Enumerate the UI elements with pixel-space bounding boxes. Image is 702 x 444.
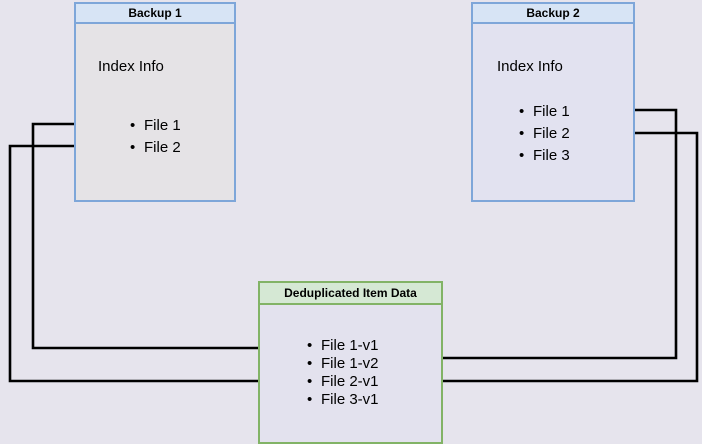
node-backup-1-body: Index Info File 1 File 2 xyxy=(76,24,234,200)
backup-2-index-label: Index Info xyxy=(497,58,563,75)
list-item[interactable]: File 1 xyxy=(128,115,181,137)
node-deduplicated-item-data[interactable]: Deduplicated Item Data File 1-v1 File 1-… xyxy=(258,281,443,444)
list-item[interactable]: File 2 xyxy=(517,123,570,145)
list-item[interactable]: File 3-v1 xyxy=(305,391,379,409)
node-backup-1-header: Backup 1 xyxy=(76,4,234,24)
backup-2-file-list: File 1 File 2 File 3 xyxy=(517,101,570,167)
list-item[interactable]: File 2-v1 xyxy=(305,373,379,391)
list-item[interactable]: File 1-v1 xyxy=(305,337,379,355)
dedup-item-list: File 1-v1 File 1-v2 File 2-v1 File 3-v1 xyxy=(305,337,379,409)
node-dedup-header: Deduplicated Item Data xyxy=(260,283,441,305)
node-backup-1[interactable]: Backup 1 Index Info File 1 File 2 xyxy=(74,2,236,202)
list-item[interactable]: File 1 xyxy=(517,101,570,123)
backup-1-file-list: File 1 File 2 xyxy=(128,115,181,159)
node-backup-2-header: Backup 2 xyxy=(473,4,633,24)
node-dedup-body: File 1-v1 File 1-v2 File 2-v1 File 3-v1 xyxy=(260,305,441,442)
list-item[interactable]: File 1-v2 xyxy=(305,355,379,373)
node-backup-2-body: Index Info File 1 File 2 File 3 xyxy=(473,24,633,200)
list-item[interactable]: File 3 xyxy=(517,145,570,167)
backup-1-index-label: Index Info xyxy=(98,58,164,75)
node-backup-2[interactable]: Backup 2 Index Info File 1 File 2 File 3 xyxy=(471,2,635,202)
list-item[interactable]: File 2 xyxy=(128,137,181,159)
